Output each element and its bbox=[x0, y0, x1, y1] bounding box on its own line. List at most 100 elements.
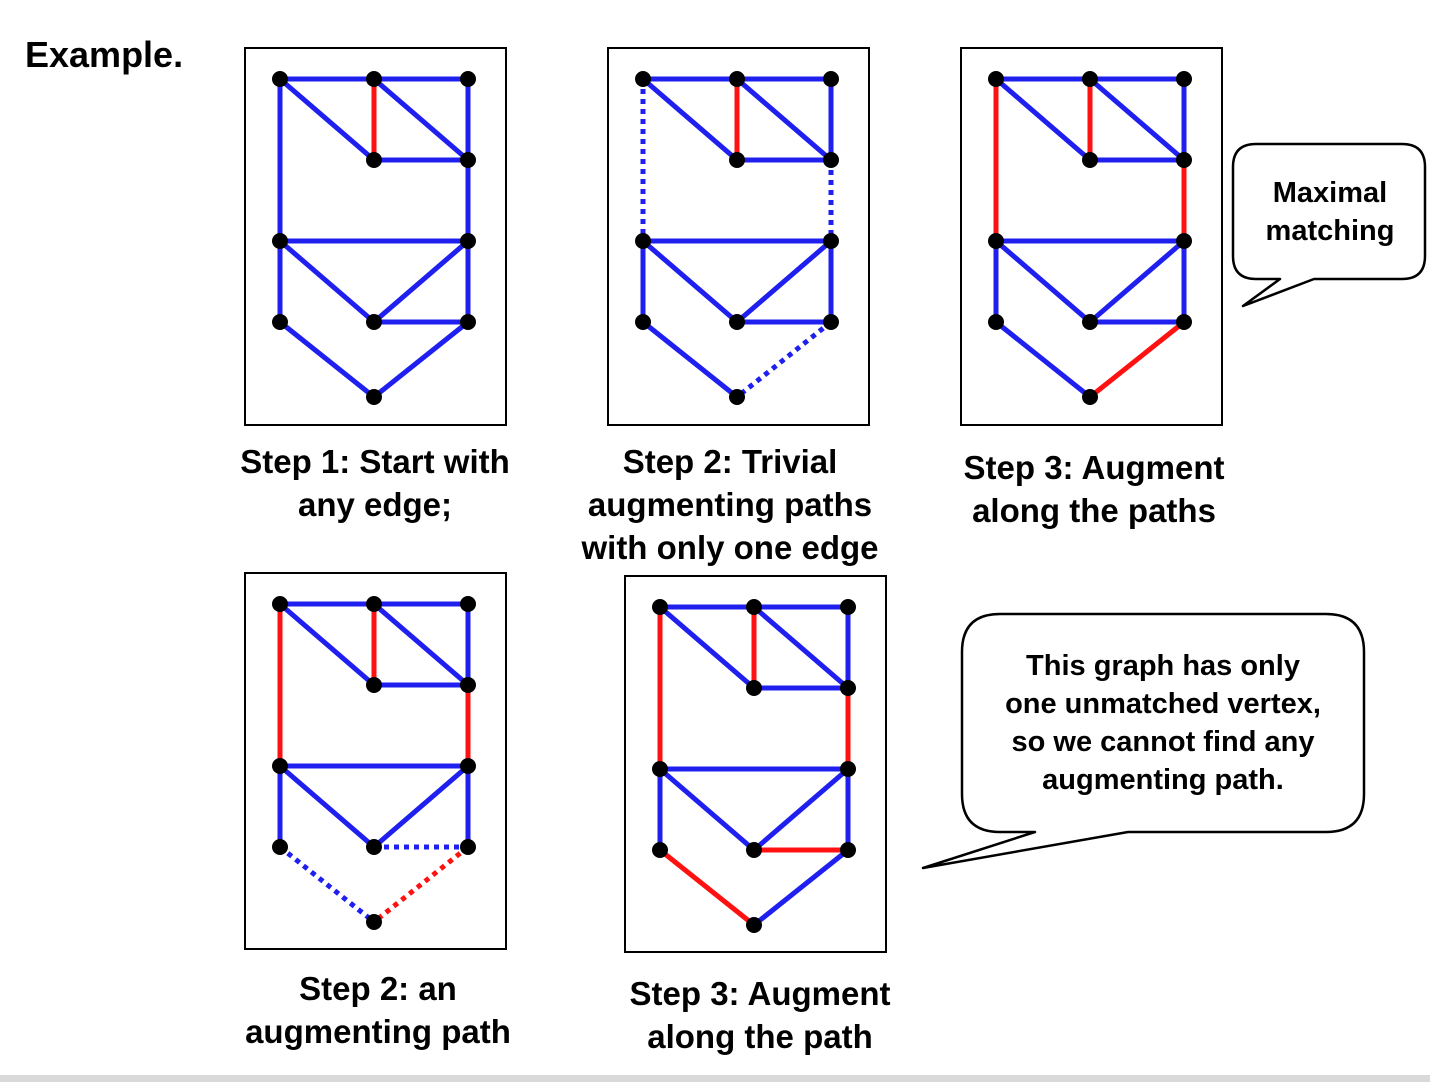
edge-j-k-unmatched bbox=[735, 320, 833, 399]
edge-a-d-unmatched bbox=[657, 604, 757, 691]
edge-a-d-unmatched bbox=[640, 76, 740, 163]
caption-line: Step 3: Augment bbox=[963, 449, 1225, 486]
edge-h-k-unmatched bbox=[277, 319, 377, 400]
callout-text-maximal: Maximal matching bbox=[1240, 174, 1420, 250]
vertex-b bbox=[1082, 71, 1098, 87]
graph-panel-step3-paths bbox=[960, 47, 1223, 426]
vertex-k bbox=[1082, 389, 1098, 405]
edge-f-i-unmatched bbox=[657, 766, 757, 853]
callout-line: Maximal bbox=[1272, 177, 1388, 209]
callout-line: so we cannot find any bbox=[1011, 726, 1315, 758]
vertex-d bbox=[746, 680, 762, 696]
caption-step3-path: Step 3: Augment along the path bbox=[580, 972, 940, 1058]
edge-j-k-unmatched bbox=[751, 847, 851, 928]
edge-h-k-unmatched bbox=[993, 319, 1093, 400]
edge-g-i-unmatched bbox=[371, 763, 471, 850]
vertex-e bbox=[460, 677, 476, 693]
edge-j-k-matched bbox=[372, 845, 470, 924]
callout-line: one unmatched vertex, bbox=[1005, 688, 1321, 720]
caption-line: with only one edge bbox=[581, 529, 879, 566]
edge-g-i-unmatched bbox=[1087, 238, 1187, 325]
graph-panel-step2-trivial bbox=[607, 47, 870, 426]
vertex-k bbox=[366, 914, 382, 930]
vertex-i bbox=[746, 842, 762, 858]
edge-f-i-unmatched bbox=[640, 238, 740, 325]
edge-a-d-unmatched bbox=[993, 76, 1093, 163]
edge-g-i-unmatched bbox=[734, 238, 834, 325]
edge-b-e-unmatched bbox=[371, 76, 471, 163]
caption-step3-paths: Step 3: Augment along the paths bbox=[914, 446, 1274, 532]
vertex-c bbox=[840, 599, 856, 615]
vertex-j bbox=[460, 839, 476, 855]
edge-h-k-unmatched bbox=[640, 319, 740, 400]
vertex-h bbox=[988, 314, 1004, 330]
vertex-f bbox=[272, 758, 288, 774]
edge-f-i-unmatched bbox=[277, 763, 377, 850]
edge-b-e-unmatched bbox=[1087, 76, 1187, 163]
vertex-a bbox=[988, 71, 1004, 87]
vertex-h bbox=[272, 314, 288, 330]
edge-g-i-unmatched bbox=[751, 766, 851, 853]
bottom-divider bbox=[0, 1075, 1430, 1082]
edge-a-d-unmatched bbox=[277, 601, 377, 688]
vertex-h bbox=[635, 314, 651, 330]
edge-h-k-matched bbox=[657, 847, 757, 928]
edge-h-k-unmatched bbox=[278, 845, 376, 924]
vertex-k bbox=[729, 389, 745, 405]
vertex-d bbox=[366, 677, 382, 693]
edge-j-k-matched bbox=[1087, 319, 1187, 400]
caption-line: augmenting path bbox=[245, 1013, 511, 1050]
vertex-j bbox=[460, 314, 476, 330]
page-title: Example. bbox=[25, 34, 184, 75]
vertex-j bbox=[823, 314, 839, 330]
callout-line: matching bbox=[1265, 215, 1395, 247]
callout-line: augmenting path. bbox=[1042, 764, 1284, 796]
edge-g-i-unmatched bbox=[371, 238, 471, 325]
vertex-d bbox=[366, 152, 382, 168]
vertex-a bbox=[652, 599, 668, 615]
caption-line: any edge; bbox=[297, 486, 453, 523]
caption-line: Step 3: Augment bbox=[629, 975, 891, 1012]
vertex-i bbox=[366, 839, 382, 855]
vertex-g bbox=[460, 758, 476, 774]
edge-b-e-unmatched bbox=[371, 601, 471, 688]
vertex-e bbox=[1176, 152, 1192, 168]
vertex-c bbox=[460, 596, 476, 612]
vertex-f bbox=[652, 761, 668, 777]
vertex-f bbox=[272, 233, 288, 249]
caption-step2-path: Step 2: an augmenting path bbox=[198, 967, 558, 1053]
caption-step2-trivial: Step 2: Trivial augmenting paths with on… bbox=[550, 440, 910, 569]
vertex-h bbox=[272, 839, 288, 855]
vertex-h bbox=[652, 842, 668, 858]
vertex-b bbox=[729, 71, 745, 87]
vertex-i bbox=[729, 314, 745, 330]
vertex-a bbox=[635, 71, 651, 87]
vertex-i bbox=[1082, 314, 1098, 330]
caption-step1: Step 1: Start with any edge; bbox=[195, 440, 555, 526]
vertex-g bbox=[1176, 233, 1192, 249]
vertex-g bbox=[823, 233, 839, 249]
vertex-e bbox=[840, 680, 856, 696]
edge-f-i-unmatched bbox=[993, 238, 1093, 325]
caption-line: along the paths bbox=[972, 492, 1216, 529]
graph-panel-step3-path bbox=[624, 575, 887, 953]
vertex-c bbox=[1176, 71, 1192, 87]
vertex-f bbox=[988, 233, 1004, 249]
vertex-b bbox=[366, 596, 382, 612]
graph-svg bbox=[272, 71, 476, 405]
graph-svg bbox=[635, 71, 839, 405]
vertex-k bbox=[366, 389, 382, 405]
vertex-a bbox=[272, 596, 288, 612]
caption-line: Step 2: an bbox=[299, 970, 457, 1007]
vertex-k bbox=[746, 917, 762, 933]
graph-svg bbox=[652, 599, 856, 933]
vertex-d bbox=[729, 152, 745, 168]
edge-a-d-unmatched bbox=[277, 76, 377, 163]
edge-b-e-unmatched bbox=[734, 76, 834, 163]
vertex-c bbox=[460, 71, 476, 87]
caption-line: Step 2: Trivial bbox=[622, 443, 838, 480]
caption-line: along the path bbox=[647, 1018, 873, 1055]
graph-panel-step2-path bbox=[244, 572, 507, 950]
caption-line: Step 1: Start with bbox=[240, 443, 510, 480]
vertex-a bbox=[272, 71, 288, 87]
